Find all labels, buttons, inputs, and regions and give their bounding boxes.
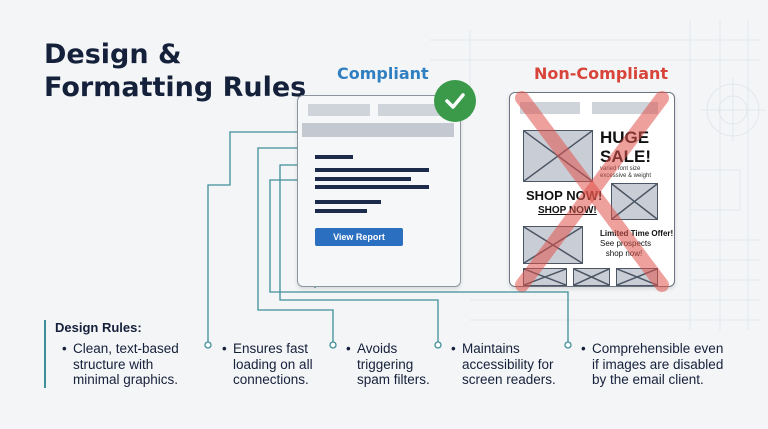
rule-line: if images are disabled — [592, 356, 724, 372]
blueprint-grid — [430, 20, 766, 330]
rule-item: • Clean, text-based structure with minim… — [62, 341, 179, 388]
rule-line: accessibility for — [462, 356, 554, 372]
bullet-icon: • — [62, 341, 67, 356]
font-note: varied font size excessive & weight — [600, 166, 651, 180]
noncompliant-label: Non-Compliant — [534, 64, 669, 83]
text-line — [315, 155, 353, 159]
image-placeholder-icon — [523, 268, 567, 286]
rule-line: loading on all — [233, 356, 313, 372]
font-note-line-2: excessive & weight — [600, 173, 652, 179]
bullet-icon: • — [451, 341, 456, 356]
rule-line: minimal graphics. — [73, 372, 179, 387]
image-placeholder-icon — [611, 183, 658, 220]
rule-item: • Avoids triggering spam filters. — [346, 341, 430, 388]
rule-line: Maintains — [462, 341, 520, 356]
check-icon — [434, 80, 476, 122]
huge-text: HUGE — [600, 128, 650, 147]
rule-line: spam filters. — [357, 372, 430, 387]
bullet-icon: • — [222, 341, 227, 356]
font-note-line-1: varied font size — [600, 166, 641, 172]
image-placeholder-icon — [616, 268, 658, 286]
image-placeholder-icon — [523, 226, 583, 264]
title-line-2: Formatting Rules — [44, 72, 307, 103]
rule-line: connections. — [233, 372, 309, 387]
view-report-button[interactable]: View Report — [315, 228, 403, 246]
image-placeholder-icon — [523, 130, 593, 182]
header-bar-right — [592, 102, 658, 114]
rule-line: Ensures fast — [233, 341, 309, 356]
rule-line: structure with — [73, 356, 154, 372]
rule-item: • Ensures fast loading on all connection… — [222, 341, 313, 388]
rule-item: • Maintains accessibility for screen rea… — [451, 341, 556, 388]
shop-now-link[interactable]: SHOP NOW! — [538, 205, 597, 216]
text-line — [315, 209, 367, 213]
see-prospects-text: See prospects shop now! — [600, 239, 652, 259]
rule-line: by the email client. — [592, 372, 704, 387]
bullet-icon: • — [346, 341, 351, 356]
connector-dots — [204, 341, 572, 349]
text-line — [315, 177, 411, 181]
text-line — [315, 185, 429, 189]
rule-item: • Comprehensible even if images are disa… — [581, 341, 724, 388]
rule-line: screen readers. — [462, 372, 556, 387]
title-line-1: Design & — [44, 39, 182, 70]
bullet-icon: • — [581, 341, 586, 356]
rule-line: triggering — [357, 356, 414, 372]
text-line — [315, 168, 429, 172]
huge-sale-text: HUGE SALE! — [600, 128, 651, 166]
header-bar-left — [308, 104, 370, 116]
rule-line: Avoids — [357, 341, 398, 356]
design-rules-heading: Design Rules: — [55, 320, 142, 335]
see-line-1: See prospects — [600, 239, 652, 248]
page-title: Design & Formatting Rules — [44, 38, 306, 104]
limited-offer-text: Limited Time Offer! — [600, 229, 674, 238]
compliant-label: Compliant — [337, 64, 429, 83]
text-line — [315, 200, 381, 204]
see-line-2: shop now! — [605, 249, 643, 258]
banner-bar — [302, 123, 454, 137]
image-placeholder-icon — [573, 268, 610, 286]
sale-text: SALE! — [600, 147, 651, 166]
shop-now-large: SHOP NOW! — [526, 188, 603, 203]
header-bar-left — [520, 102, 580, 114]
header-bar-right — [378, 104, 444, 116]
rule-line: Clean, text-based — [73, 341, 179, 356]
rule-line: Comprehensible even — [592, 341, 724, 356]
